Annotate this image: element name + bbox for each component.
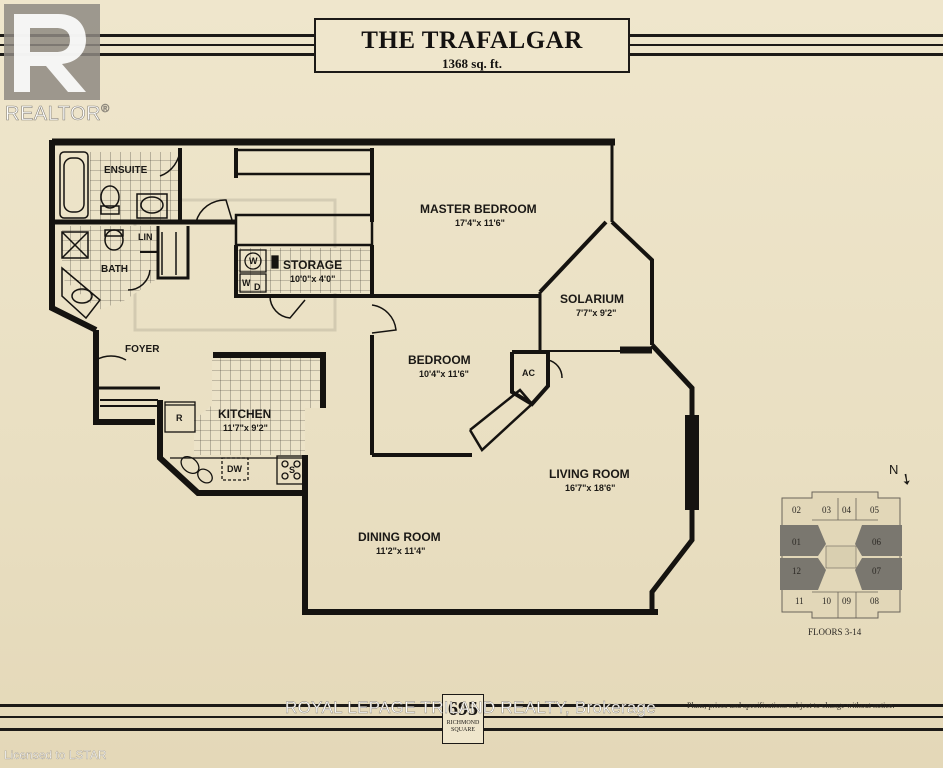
dims-living-room: 16'7"x 18'6" [565,483,615,493]
disclaimer: Plans, prices and specifications subject… [687,701,895,710]
label-storage: STORAGE [283,258,342,272]
realtor-logo-icon [4,4,100,100]
label-fridge: R [176,413,183,423]
unit-01: 01 [792,537,801,547]
kitchen-appliances [164,401,306,485]
label-foyer: FOYER [125,344,160,355]
realtor-watermark: REALTOR® [5,103,110,126]
key-plan-unit-01-highlight [780,525,826,556]
wall-top-left [49,140,98,333]
living-room-window [685,415,699,510]
label-dryer-d: D [254,282,261,292]
label-bedroom: BEDROOM [408,353,471,367]
unit-06: 06 [872,537,882,547]
logo-number: 695 [448,698,478,720]
key-plan: 02 03 04 05 01 12 06 07 11 10 09 08 FLOO… [780,491,902,637]
unit-04: 04 [842,505,852,515]
dims-kitchen: 11'7"x 9'2" [223,423,268,433]
label-ac: AC [522,368,535,378]
north-label: N [889,462,899,477]
label-dryer-w: W [242,278,251,288]
label-kitchen: KITCHEN [218,407,271,421]
unit-03: 03 [822,505,832,515]
licensed-watermark: Licensed to LSTAR [4,748,107,762]
plan-title: THE TRAFALGAR [361,27,583,54]
dims-bedroom: 10'4"x 11'6" [419,369,469,379]
dims-solarium: 7'7"x 9'2" [576,308,616,318]
label-stove: S [289,465,295,475]
dims-dining-room: 11'2"x 11'4" [376,546,425,556]
richmond-square-logo: 695 RICHMOND SQUARE [442,694,484,744]
kitchen-floor [194,358,322,455]
laundry-fixtures [239,249,279,293]
dims-master-bedroom: 17'4"x 11'6" [455,218,505,228]
ensuite-fixtures [59,151,168,219]
logo-line1: RICHMOND [446,720,480,726]
dims-storage: 10'0"x 4'0" [290,274,335,284]
logo-line2: SQUARE [450,727,475,733]
label-ensuite: ENSUITE [104,165,148,176]
title-box: THE TRAFALGAR 1368 sq. ft. [314,18,630,73]
unit-07: 07 [872,566,882,576]
label-bath: BATH [101,264,128,275]
bath-fixtures [61,229,124,320]
unit-02: 02 [792,505,801,515]
label-lin: LIN [138,232,153,242]
unit-12: 12 [792,566,801,576]
label-dishwasher: DW [227,464,242,474]
brokerage-watermark: ROYAL LEPAGE TRILAND REALTY, Brokerage [285,698,657,717]
unit-05: 05 [870,505,880,515]
label-living-room: LIVING ROOM [549,467,630,481]
label-solarium: SOLARIUM [560,292,624,306]
label-master-bedroom: MASTER BEDROOM [420,202,537,216]
label-dining-room: DINING ROOM [358,530,441,544]
label-washer: W [249,256,258,266]
key-plan-unit-12-highlight [780,558,826,590]
key-plan-unit-06-highlight [855,525,902,556]
unit-09: 09 [842,596,852,606]
key-plan-caption: FLOORS 3-14 [808,627,862,637]
unit-11: 11 [795,596,804,606]
unit-08: 08 [870,596,880,606]
key-plan-unit-07-highlight [855,558,902,590]
plan-area: 1368 sq. ft. [442,56,502,71]
unit-10: 10 [822,596,832,606]
